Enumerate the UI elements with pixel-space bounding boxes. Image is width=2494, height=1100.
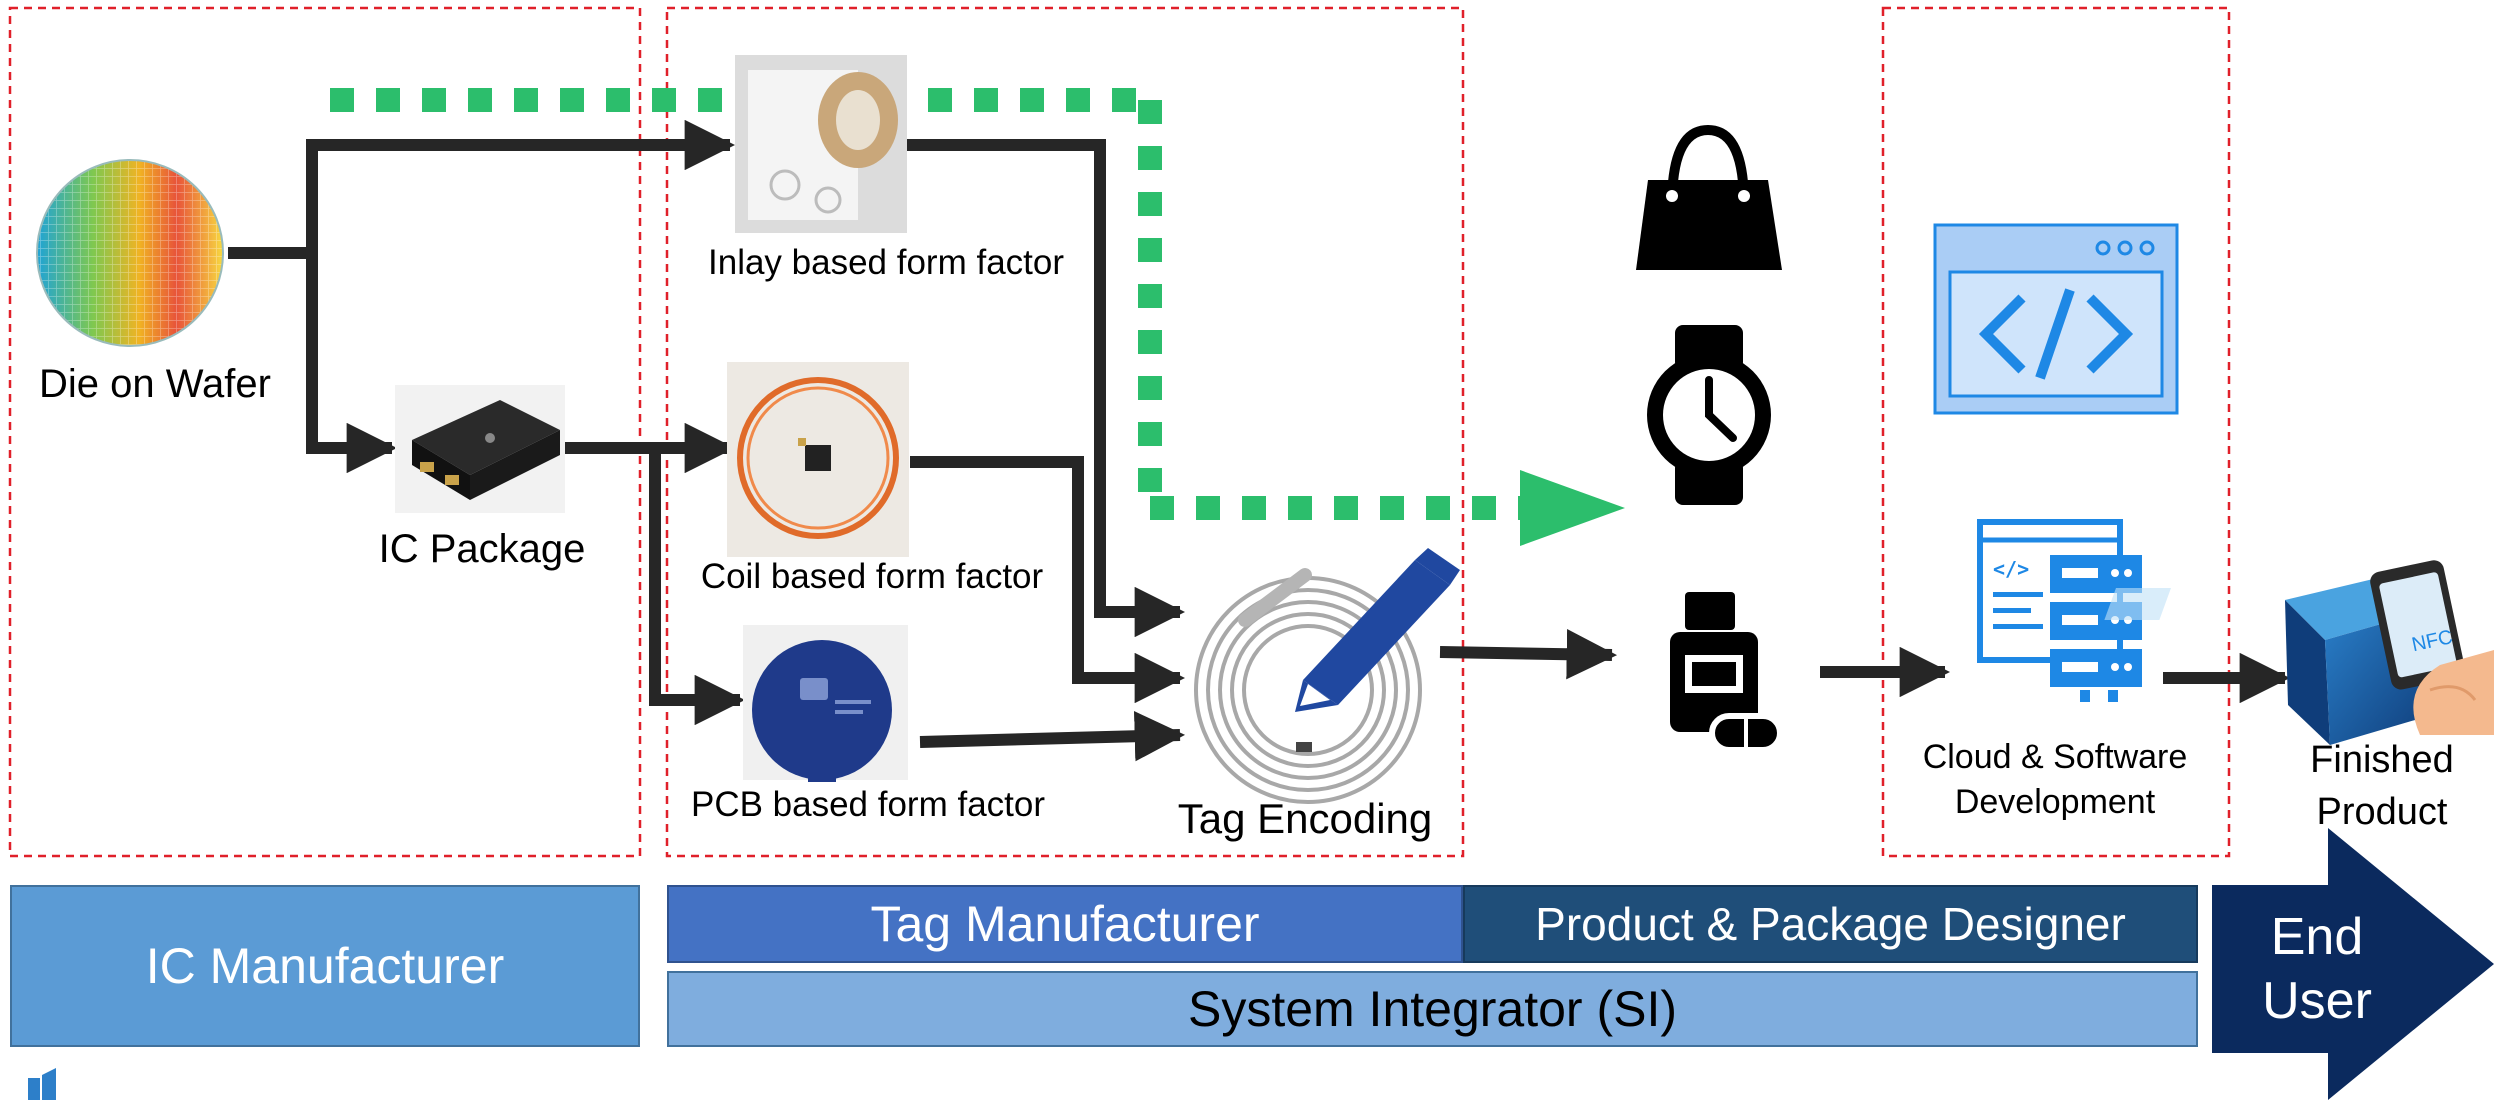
cloud-software-line2: Development xyxy=(1954,783,2156,821)
green-arrow-head xyxy=(1520,470,1625,546)
stage-boxes xyxy=(8,6,2231,858)
ic-manufacturer-stage-box xyxy=(8,6,642,858)
server-icon: </> xyxy=(1977,519,2142,702)
end-user-label: End User xyxy=(2212,905,2422,1033)
die-on-wafer-label: Die on Wafer xyxy=(39,362,271,406)
system-integrator-bar: System Integrator (SI) xyxy=(667,971,2198,1047)
cloud-stage-box xyxy=(1881,6,2231,858)
system-integrator-text: System Integrator (SI) xyxy=(1187,981,1678,1037)
flow-arrows xyxy=(228,119,2291,762)
inlay-form-factor-label: Inlay based form factor xyxy=(708,243,1064,282)
coil-tag-icon xyxy=(727,362,909,557)
ic-manufacturer-text: IC Manufacturer xyxy=(145,938,505,994)
product-package-designer-text: Product & Package Designer xyxy=(1535,898,2126,950)
svg-text:</>: </> xyxy=(1993,557,2029,581)
ic-manufacturer-bar: IC Manufacturer xyxy=(10,885,640,1047)
handbag-icon xyxy=(1636,124,1782,270)
pcb-tag-icon xyxy=(743,625,908,782)
watch-icon xyxy=(1647,325,1771,505)
ic-package-label: IC Package xyxy=(378,527,586,571)
pcb-form-factor-label: PCB based form factor xyxy=(690,785,1046,824)
end-user-line1: End xyxy=(2270,908,2364,966)
coil-form-factor-label: Coil based form factor xyxy=(700,557,1044,596)
green-dotted-path xyxy=(330,88,1520,520)
product-package-designer-bar: Product & Package Designer xyxy=(1463,885,2198,963)
finished-product-line1: Finished xyxy=(2310,739,2454,781)
nfc-phone-icon: NFC xyxy=(2104,560,2494,745)
tag-manufacturer-text: Tag Manufacturer xyxy=(870,896,1260,952)
wafer-icon xyxy=(36,159,224,347)
end-user-arrow xyxy=(2212,828,2494,1100)
tag-encoding-label: Tag Encoding xyxy=(1177,795,1433,842)
finished-product-line2: Product xyxy=(2316,791,2448,833)
tag-manufacturer-bar: Tag Manufacturer xyxy=(667,885,1463,963)
medicine-bottle-icon xyxy=(1670,592,1783,753)
tag-manufacturer-stage-box xyxy=(665,6,1465,858)
finished-product-label: Finished Product xyxy=(2270,734,2494,838)
ic-chip-icon xyxy=(395,385,565,513)
logo-icon xyxy=(28,1068,56,1100)
inlay-roll-icon xyxy=(735,55,907,233)
cloud-software-label: Cloud & Software Development xyxy=(1885,735,2225,825)
cloud-software-line1: Cloud & Software xyxy=(1922,738,2188,776)
end-user-line2: User xyxy=(2262,972,2372,1030)
code-window-icon xyxy=(1933,223,2179,415)
pen-icon xyxy=(1295,548,1460,712)
nfc-coil-icon xyxy=(1194,568,1422,804)
